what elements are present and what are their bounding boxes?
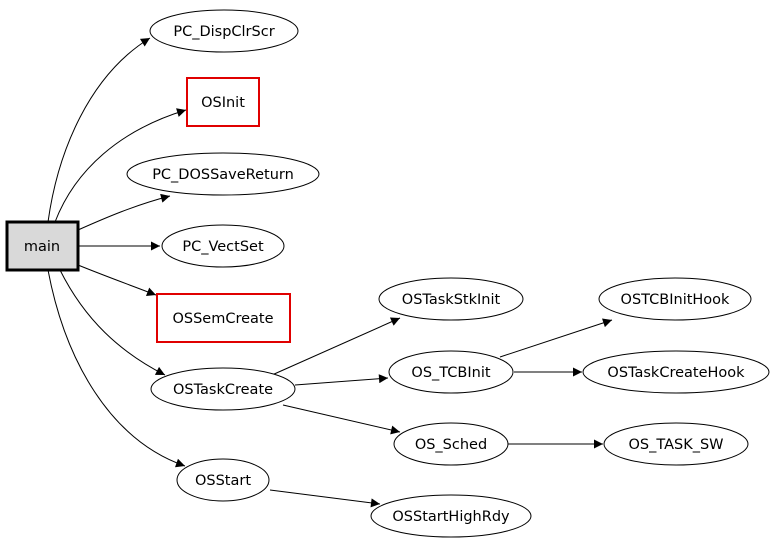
node-ellipse — [388, 350, 514, 394]
node-osstarthighrdy[interactable]: OSStartHighRdy — [370, 494, 532, 538]
node-main[interactable]: main — [5, 220, 80, 272]
edge-main-pc-dispclrscr — [47, 37, 151, 223]
node-ellipse — [393, 422, 509, 466]
edge-main-ostaskcreate — [59, 269, 166, 376]
edge-ostaskcreate-ostaskstkinit — [271, 317, 401, 376]
node-ellipse — [176, 458, 270, 502]
node-label: OSStartHighRdy — [392, 509, 510, 525]
node-ellipse — [370, 494, 532, 538]
node-label: OS_TASK_SW — [628, 437, 723, 453]
node-label: OSStart — [195, 473, 251, 489]
node-ellipse — [378, 277, 524, 321]
node-label: OSTaskCreateHook — [607, 365, 745, 381]
edge-main-ossemcreate — [77, 264, 157, 296]
node-label: OSTaskStkInit — [402, 292, 501, 308]
node-main-label: main — [24, 239, 60, 255]
node-ostaskstkinit[interactable]: OSTaskStkInit — [378, 277, 524, 321]
edge-main-pc-dossavereturn — [77, 193, 171, 231]
node-label: PC_VectSet — [182, 239, 264, 255]
node-label: OS_TCBInit — [411, 365, 490, 381]
node-ostcbinithook[interactable]: OSTCBInitHook — [598, 277, 752, 321]
node-ostaskcreate[interactable]: OSTaskCreate — [150, 367, 296, 411]
node-ellipse — [126, 152, 320, 196]
node-ellipse — [161, 224, 285, 268]
node-label: OSTaskCreate — [173, 382, 273, 398]
node-os-task-sw[interactable]: OS_TASK_SW — [603, 422, 749, 466]
node-label: PC_DispClrScr — [173, 24, 274, 40]
node-ellipse — [150, 367, 296, 411]
edge-os-tcbinit-ostcbinithook — [499, 318, 613, 358]
edge-main-osinit — [54, 108, 187, 223]
node-box — [186, 77, 260, 127]
edge-ostaskcreate-os-sched — [282, 404, 401, 435]
node-ellipse — [582, 350, 770, 394]
node-label: OS_Sched — [415, 437, 487, 453]
node-ellipse — [603, 422, 749, 466]
node-ostaskcreatehook[interactable]: OSTaskCreateHook — [582, 350, 770, 394]
node-osinit[interactable]: OSInit — [186, 77, 260, 127]
node-ellipse — [598, 277, 752, 321]
node-pc-dossavereturn[interactable]: PC_DOSSaveReturn — [126, 152, 320, 196]
edge-ostaskcreate-os-tcbinit — [294, 374, 389, 386]
node-ellipse — [149, 9, 299, 53]
node-os-tcbinit[interactable]: OS_TCBInit — [388, 350, 514, 394]
node-label: OSSemCreate — [172, 311, 273, 327]
node-pc-dispclrscr[interactable]: PC_DispClrScr — [149, 9, 299, 53]
node-os-sched[interactable]: OS_Sched — [393, 422, 509, 466]
edge-osstart-osstarthighrdy — [269, 489, 381, 508]
node-label: OSInit — [201, 95, 245, 111]
node-ossemcreate[interactable]: OSSemCreate — [156, 293, 291, 343]
node-label: OSTCBInitHook — [621, 292, 731, 308]
edge-main-osstart — [47, 269, 186, 468]
node-label: PC_DOSSaveReturn — [152, 167, 294, 183]
node-osstart[interactable]: OSStart — [176, 458, 270, 502]
node-box — [156, 293, 291, 343]
node-pc-vectset[interactable]: PC_VectSet — [161, 224, 285, 268]
node-main-box — [5, 220, 80, 272]
